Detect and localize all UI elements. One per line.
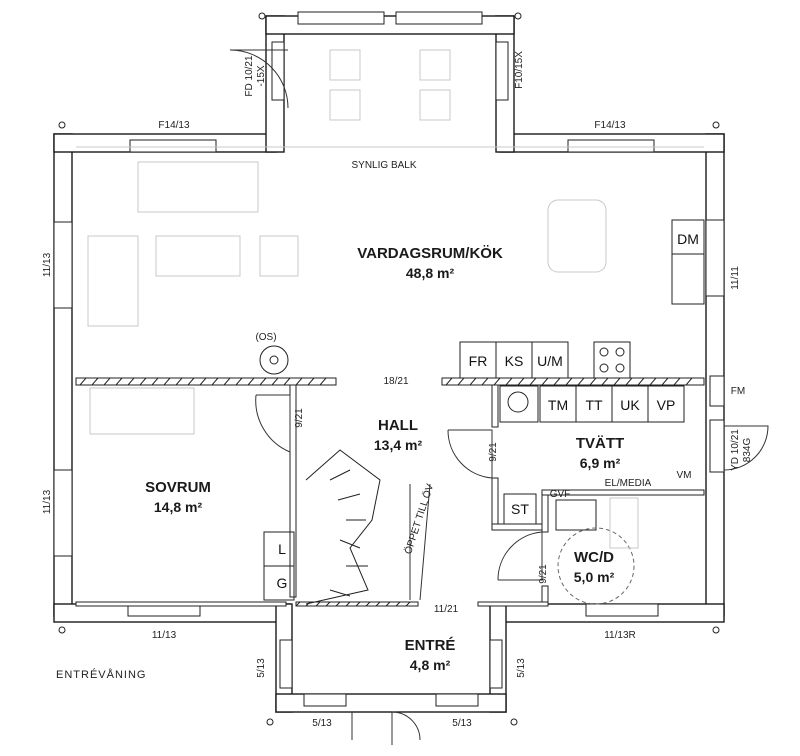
label-oppet-till-ov: ÖPPET TILL ÖV	[402, 482, 436, 556]
appliance-fm: FM	[731, 386, 745, 397]
room-name-entre: ENTRÉ	[405, 637, 456, 654]
fixtures	[263, 219, 705, 605]
door-label-sovrum: 9/21	[294, 408, 305, 428]
grid-markers	[58, 12, 720, 726]
window-label-entry-bottom-right: 5/13	[452, 718, 472, 729]
label-el-media: EL/MEDIA	[605, 478, 652, 489]
window-label-entry-bottom-left: 5/13	[312, 718, 332, 729]
room-area-entre: 4,8 m²	[410, 657, 451, 673]
appliance-g: G	[277, 575, 288, 591]
window-label-entry-left: 5/13	[256, 658, 267, 678]
floor-name: ENTRÉVÅNING	[56, 668, 146, 681]
interior-walls	[75, 377, 705, 607]
door-label-yd: YD 10/21	[730, 429, 741, 471]
door-label-fd: FD 10/21	[244, 55, 255, 97]
door-label-hall-top: 18/21	[383, 376, 408, 387]
label-gvf: GVF	[550, 489, 571, 500]
door-label-wc: 9/21	[538, 564, 549, 584]
window-label-bottom-right: 11/13R	[604, 630, 636, 641]
window-label-entry-right: 5/13	[516, 658, 527, 678]
room-name-wc: WC/D	[574, 549, 614, 566]
windows	[53, 11, 725, 707]
appliance-st: ST	[511, 501, 529, 517]
room-area-vardagsrum: 48,8 m²	[406, 265, 455, 281]
room-name-vardagsrum: VARDAGSRUM/KÖK	[357, 245, 503, 262]
appliance-tt: TT	[585, 397, 603, 413]
door-label-yd-suffix: 834G	[742, 438, 753, 463]
door-label-entre: 11/21	[434, 604, 459, 615]
appliance-ks: KS	[505, 353, 524, 369]
appliance-dm: DM	[677, 231, 699, 247]
window-label-left-upper: 11/13	[42, 252, 53, 277]
door-label-fd-suffix: -15X	[256, 65, 267, 86]
window-label-right-upper: 11/11	[730, 266, 741, 290]
window-label-left-lower: 11/13	[42, 489, 53, 514]
window-label-bottom-left: 11/13	[152, 630, 177, 641]
window-label-bay-right: F10/15X	[514, 51, 525, 89]
room-name-hall: HALL	[378, 417, 418, 434]
appliance-uk: UK	[620, 397, 640, 413]
appliance-um: U/M	[537, 353, 563, 369]
label-synlig-balk: SYNLIG BALK	[351, 160, 416, 171]
appliance-vm: VM	[677, 470, 692, 481]
room-name-tvatt: TVÄTT	[576, 435, 624, 452]
room-area-tvatt: 6,9 m²	[580, 455, 621, 471]
furniture	[76, 49, 704, 435]
appliance-tm: TM	[548, 397, 568, 413]
appliance-fr: FR	[469, 353, 488, 369]
appliance-vp: VP	[657, 397, 676, 413]
door-swings	[229, 49, 769, 745]
room-name-sovrum: SOVRUM	[145, 479, 211, 496]
room-area-wc: 5,0 m²	[574, 569, 615, 585]
room-area-sovrum: 14,8 m²	[154, 499, 203, 515]
room-area-hall: 13,4 m²	[374, 437, 423, 453]
staircase	[305, 449, 431, 605]
window-label-top-right: F14/13	[594, 120, 626, 131]
door-label-tvatt: 9/21	[488, 442, 499, 462]
window-label-top-left: F14/13	[158, 120, 190, 131]
appliance-l: L	[278, 541, 286, 557]
label-os: (OS)	[255, 332, 276, 343]
